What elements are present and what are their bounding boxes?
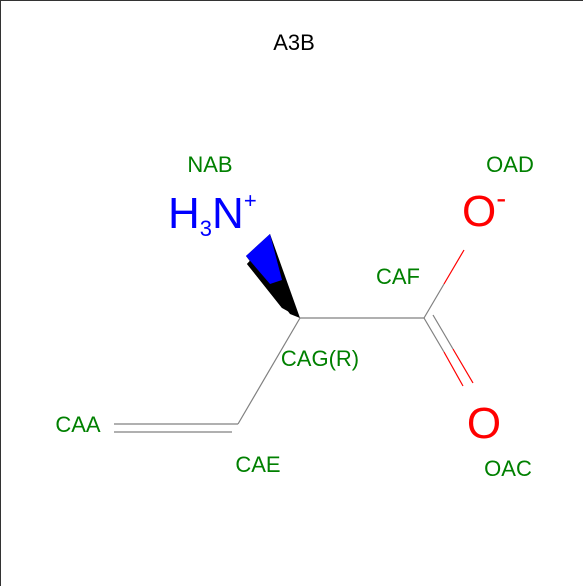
bond-caf-oac-a-red <box>443 351 464 387</box>
atom-label-nab: NAB <box>187 152 232 177</box>
bond-caf-oac-a-grey <box>423 317 445 353</box>
bond-caf-oac-b-grey <box>432 314 454 350</box>
bond-caf-oad-grey <box>423 283 445 319</box>
bond-cag-cae <box>237 317 301 425</box>
atom-label-caf: CAF <box>376 264 420 289</box>
molecule-title: A3B <box>273 30 315 55</box>
atom-label-cae: CAE <box>235 452 280 477</box>
atom-symbol-nab: H3N+ <box>168 188 257 241</box>
atom-symbol-oac: O <box>467 399 501 448</box>
atom-label-caa: CAA <box>55 412 101 437</box>
atom-label-cag: CAG(R) <box>281 346 359 371</box>
atom-label-oad: OAD <box>486 152 534 177</box>
atom-symbol-oad: O- <box>462 182 506 236</box>
bond-caf-oac-b-red <box>452 348 474 384</box>
atom-labels: NAB H3N+ OAD O- CAF CAG(R) CAA CAE O OAC <box>55 152 533 481</box>
bonds <box>114 234 474 433</box>
bond-caf-oad-red <box>443 249 465 285</box>
wedge-bond-blue <box>246 234 282 284</box>
atom-label-oac: OAC <box>484 456 532 481</box>
